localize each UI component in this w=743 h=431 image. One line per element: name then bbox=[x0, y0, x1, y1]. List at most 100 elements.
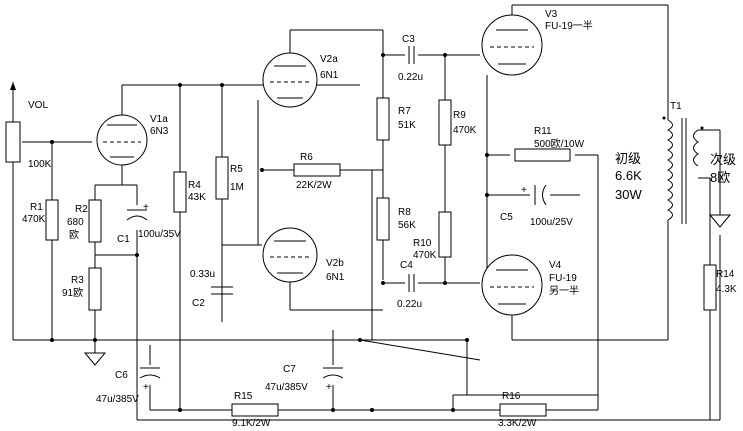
label-v3: V3 bbox=[545, 9, 558, 20]
capacitor-c1 bbox=[126, 209, 148, 221]
label-plus-c5: + bbox=[521, 185, 527, 196]
label-r9-val: 470K bbox=[453, 125, 477, 136]
label-r7-val: 51K bbox=[398, 120, 416, 131]
label-r14-val: 4.3K bbox=[716, 284, 737, 295]
resistor-r2 bbox=[88, 199, 102, 243]
ground-symbol-output bbox=[708, 214, 732, 228]
label-c3-val: 0.22u bbox=[398, 72, 423, 83]
label-r8: R8 bbox=[398, 207, 411, 218]
capacitor-c4 bbox=[408, 274, 415, 292]
label-r14: R14 bbox=[716, 269, 735, 280]
capacitor-c6 bbox=[139, 367, 161, 379]
label-r9: R9 bbox=[453, 110, 466, 121]
label-plus-c1: + bbox=[143, 202, 149, 213]
label-r2: R2 bbox=[75, 204, 88, 215]
label-secondary-imp: 8欧 bbox=[710, 170, 730, 185]
label-c6: C6 bbox=[115, 370, 128, 381]
label-c1-val: 100u/35V bbox=[138, 229, 181, 240]
resistor-r8 bbox=[376, 197, 390, 241]
label-t1: T1 bbox=[670, 101, 682, 112]
resistor-r16 bbox=[499, 403, 547, 417]
label-v4-type: FU-19 bbox=[549, 273, 577, 284]
junctions bbox=[50, 53, 489, 412]
resistor-r11 bbox=[514, 148, 571, 162]
label-r6-val: 22K/2W bbox=[296, 180, 332, 191]
resistor-r15 bbox=[231, 403, 279, 417]
label-r15: R15 bbox=[234, 391, 253, 402]
label-c1: C1 bbox=[117, 234, 130, 245]
label-primary-pow: 30W bbox=[615, 187, 642, 202]
label-c4: C4 bbox=[400, 260, 413, 271]
label-r8-val: 56K bbox=[398, 220, 416, 231]
labels: VOL 100K V1a 6N3 R1 470K R2 680 欧 R3 91欧… bbox=[22, 9, 737, 429]
resistor-r10 bbox=[438, 211, 452, 258]
capacitor-c2 bbox=[211, 286, 233, 295]
label-r1-val: 470K bbox=[22, 214, 46, 225]
label-r2-val: 680 bbox=[67, 217, 84, 228]
label-c5-val: 100u/25V bbox=[530, 217, 573, 228]
tube-v2a bbox=[262, 52, 318, 108]
label-r10-val: 470K bbox=[413, 250, 437, 261]
label-r5-val: 1M bbox=[230, 182, 244, 193]
capacitor-c7 bbox=[322, 367, 344, 379]
transformer-t1 bbox=[662, 116, 704, 224]
resistor-r1 bbox=[45, 199, 59, 241]
label-r11: R11 bbox=[534, 126, 552, 137]
label-vol: VOL bbox=[28, 100, 48, 111]
resistor-r14 bbox=[703, 264, 717, 311]
label-c5: C5 bbox=[500, 212, 513, 223]
label-r16-val: 3.3K/2W bbox=[498, 418, 537, 429]
label-v4: V4 bbox=[549, 260, 562, 271]
label-r2-unit: 欧 bbox=[69, 229, 79, 241]
wires bbox=[12, 4, 721, 421]
resistor-r3 bbox=[88, 267, 102, 311]
label-r10: R10 bbox=[413, 238, 432, 249]
label-secondary: 次级 bbox=[710, 152, 736, 167]
capacitor-c5 bbox=[534, 184, 547, 206]
label-v2b-type: 6N1 bbox=[326, 272, 345, 283]
label-r15-val: 9.1K/2W bbox=[232, 418, 271, 429]
label-c2: C2 bbox=[192, 298, 205, 309]
label-plus-c6: + bbox=[143, 382, 149, 393]
label-r1: R1 bbox=[30, 202, 43, 213]
label-c2-val: 0.33u bbox=[190, 269, 215, 280]
label-v2a-type: 6N1 bbox=[320, 70, 339, 81]
resistor-r9 bbox=[438, 99, 452, 146]
label-plus-c7: + bbox=[326, 382, 332, 393]
label-c7: C7 bbox=[283, 364, 296, 375]
label-primary: 初级 bbox=[615, 151, 641, 166]
tube-v4 bbox=[481, 254, 543, 316]
label-c4-val: 0.22u bbox=[397, 299, 422, 310]
label-v1a-type: 6N3 bbox=[150, 126, 169, 137]
capacitor-c3 bbox=[408, 46, 415, 64]
resistor-r7 bbox=[376, 97, 390, 141]
volume-potentiometer bbox=[5, 82, 21, 163]
label-v4-half: 另一半 bbox=[549, 284, 579, 297]
label-v2b: V2b bbox=[326, 258, 344, 269]
label-r6: R6 bbox=[300, 152, 313, 163]
label-r4-val: 43K bbox=[188, 192, 206, 203]
label-r3: R3 bbox=[71, 275, 84, 286]
label-c3: C3 bbox=[402, 34, 415, 45]
label-primary-imp: 6.6K bbox=[615, 168, 642, 183]
label-r11-val: 500欧/10W bbox=[534, 138, 585, 150]
tube-v3 bbox=[481, 14, 543, 76]
ground-symbol-input bbox=[83, 352, 107, 366]
label-v2a: V2a bbox=[320, 54, 338, 65]
label-r4: R4 bbox=[188, 180, 201, 191]
label-v3-type: FU-19一半 bbox=[545, 19, 593, 32]
resistor-r5 bbox=[215, 156, 229, 200]
label-r-vol: 100K bbox=[28, 159, 52, 170]
label-r16: R16 bbox=[502, 391, 521, 402]
label-v1a: V1a bbox=[150, 114, 168, 125]
resistor-r4 bbox=[173, 171, 187, 213]
label-r3-val: 91欧 bbox=[62, 287, 83, 299]
tube-v1a bbox=[96, 114, 148, 166]
label-c6-val: 47u/385V bbox=[96, 394, 139, 405]
label-c7-val: 47u/385V bbox=[265, 382, 308, 393]
label-r7: R7 bbox=[398, 106, 411, 117]
label-r5: R5 bbox=[230, 164, 243, 175]
resistor-r6 bbox=[293, 163, 341, 177]
tube-v2b bbox=[262, 227, 318, 283]
